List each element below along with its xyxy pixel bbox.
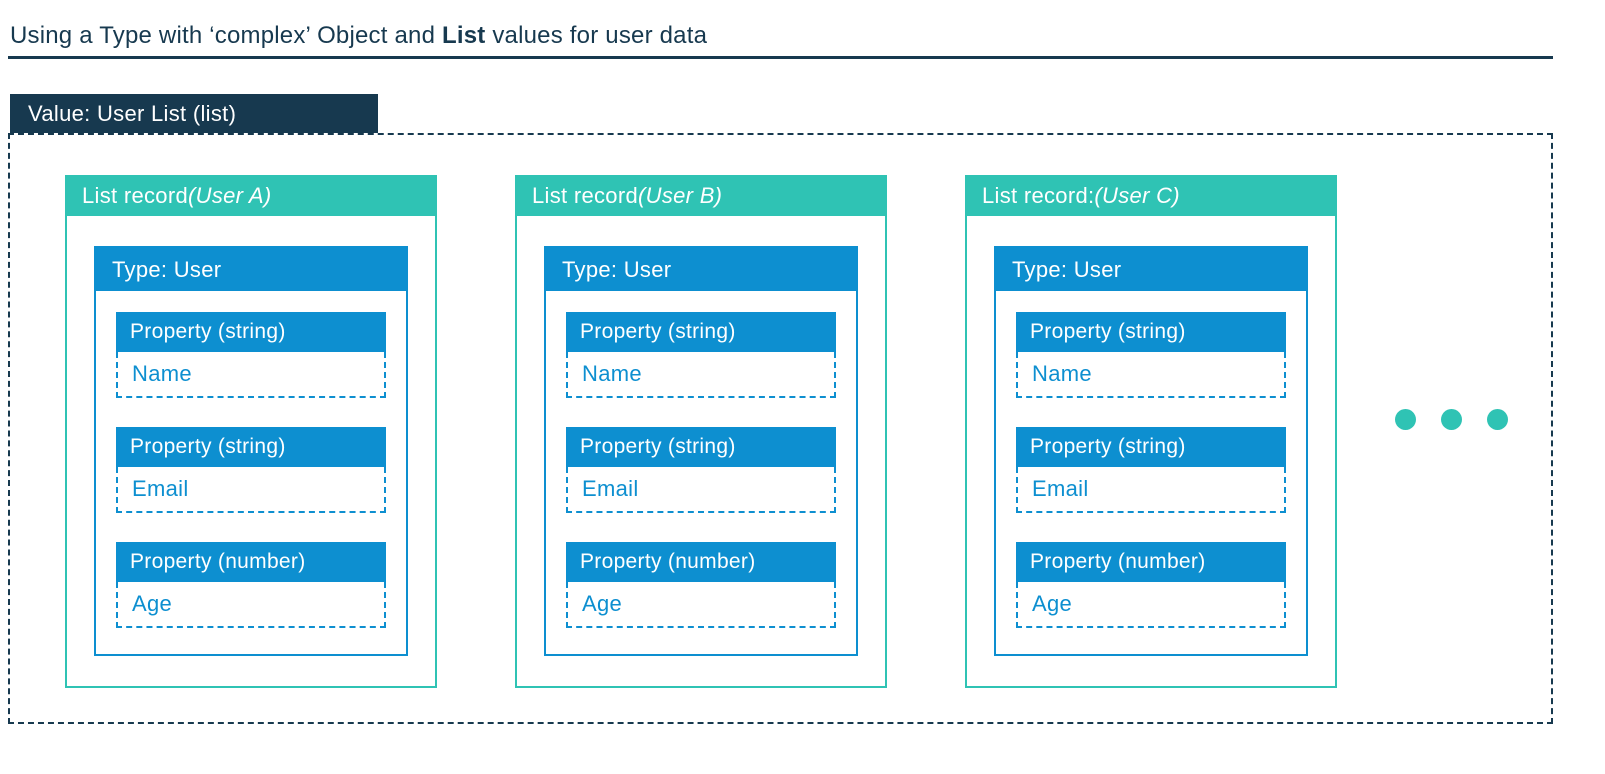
property-value: Age [1016, 582, 1286, 628]
property-value: Name [1016, 352, 1286, 398]
list-record-header: List record (User A) [65, 175, 437, 216]
list-record-body: Type: User Property (string) Name Proper… [965, 216, 1337, 688]
list-record-header: List record (User B) [515, 175, 887, 216]
user-list-dashed-container: List record (User A) Type: User Property… [8, 133, 1553, 724]
type-properties: Property (string) Name Property (string)… [96, 291, 406, 654]
list-record-card: List record: (User C) Type: User Propert… [965, 175, 1337, 688]
title-divider [8, 56, 1553, 59]
property-header: Property (number) [116, 542, 386, 582]
page-title-text: Using a Type with ‘complex’ Object and [10, 22, 443, 49]
property-block: Property (string) Name [1016, 312, 1286, 398]
property-value: Name [566, 352, 836, 398]
property-value: Email [116, 467, 386, 513]
property-header: Property (string) [566, 427, 836, 467]
records-row: List record (User A) Type: User Property… [65, 175, 1508, 688]
property-value: Age [566, 582, 836, 628]
ellipsis-dot [1441, 409, 1462, 430]
property-value: Age [116, 582, 386, 628]
type-box: Type: User Property (string) Name Proper… [94, 246, 408, 656]
page-title: Using a Type with ‘complex’ Object and L… [10, 22, 707, 50]
property-header: Property (string) [116, 312, 386, 352]
type-header: Type: User [996, 248, 1306, 291]
property-block: Property (string) Email [1016, 427, 1286, 513]
type-box: Type: User Property (string) Name Proper… [994, 246, 1308, 656]
page-title-bold: List [442, 22, 486, 49]
list-record-header-label: List record [82, 182, 189, 208]
type-header: Type: User [546, 248, 856, 291]
property-block: Property (number) Age [1016, 542, 1286, 628]
property-header: Property (number) [1016, 542, 1286, 582]
type-properties: Property (string) Name Property (string)… [546, 291, 856, 654]
property-block: Property (string) Email [116, 427, 386, 513]
ellipsis-dot [1395, 409, 1416, 430]
property-value: Email [1016, 467, 1286, 513]
list-record-card: List record (User A) Type: User Property… [65, 175, 437, 688]
property-block: Property (string) Name [116, 312, 386, 398]
property-block: Property (number) Age [116, 542, 386, 628]
property-block: Property (string) Email [566, 427, 836, 513]
property-header: Property (string) [116, 427, 386, 467]
list-record-header-label: List record: [982, 182, 1095, 208]
list-record-body: Type: User Property (string) Name Proper… [515, 216, 887, 688]
page-title-text-after: values for user data [485, 22, 708, 49]
type-header: Type: User [96, 248, 406, 291]
list-record-header-label: List record [532, 182, 639, 208]
property-header: Property (string) [1016, 427, 1286, 467]
ellipsis [1395, 409, 1508, 430]
list-record-card: List record (User B) Type: User Property… [515, 175, 887, 688]
type-properties: Property (string) Name Property (string)… [996, 291, 1306, 654]
property-header: Property (string) [566, 312, 836, 352]
list-record-header-italic: (User B) [638, 182, 723, 208]
list-record-header-italic: (User C) [1094, 182, 1180, 208]
list-record-header-italic: (User A) [188, 182, 272, 208]
list-record-body: Type: User Property (string) Name Proper… [65, 216, 437, 688]
type-box: Type: User Property (string) Name Proper… [544, 246, 858, 656]
property-value: Email [566, 467, 836, 513]
property-header: Property (string) [1016, 312, 1286, 352]
value-tab-label: Value: User List (list) [28, 100, 237, 126]
property-block: Property (string) Name [566, 312, 836, 398]
property-header: Property (number) [566, 542, 836, 582]
list-record-header: List record: (User C) [965, 175, 1337, 216]
property-value: Name [116, 352, 386, 398]
property-block: Property (number) Age [566, 542, 836, 628]
value-tab: Value: User List (list) [10, 94, 378, 133]
ellipsis-dot [1487, 409, 1508, 430]
